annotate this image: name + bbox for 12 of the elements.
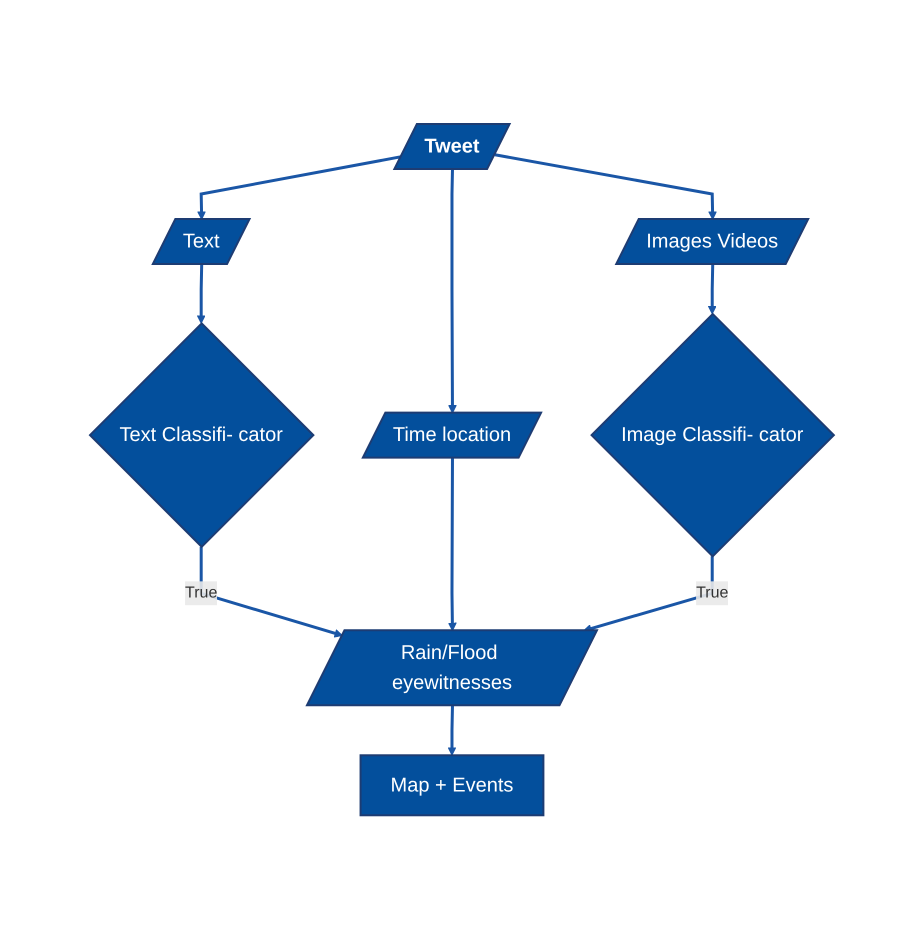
node-box: Map + Events [359,754,544,816]
arrow [196,264,206,324]
edge-label: True [184,584,217,602]
node-diamond: Image Classifi- cator [590,312,835,558]
arrow [448,169,456,414]
edge-label: True [696,584,728,602]
arrow [707,264,716,314]
arrow [447,706,456,756]
arrow [448,458,456,632]
arrow [196,155,402,220]
node-diamond: Text Classifi- cator [88,322,314,548]
arrow [494,153,717,220]
